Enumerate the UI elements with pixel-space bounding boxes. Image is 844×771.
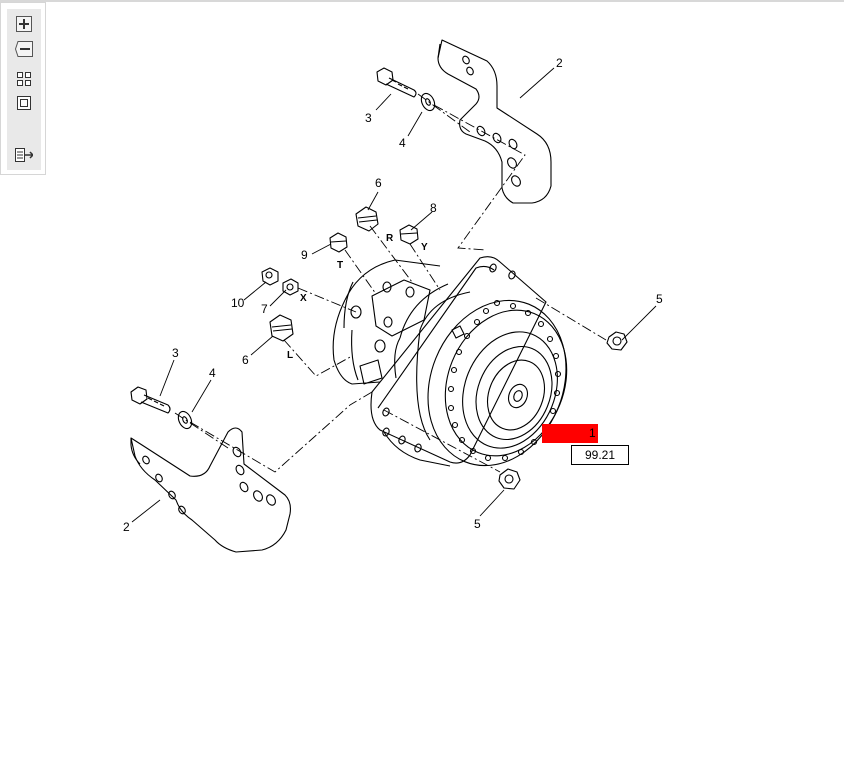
- zoom-out-icon[interactable]: [15, 40, 33, 58]
- selected-part-highlight[interactable]: [542, 424, 598, 443]
- leader-lines: [131, 67, 657, 523]
- callout-9: 9: [301, 248, 308, 262]
- fitting-7[interactable]: [282, 278, 299, 296]
- callout-8: 8: [430, 201, 437, 215]
- upper-washer[interactable]: [419, 91, 437, 112]
- callout-6-top: 6: [375, 176, 382, 190]
- callout-3-bottom: 3: [172, 346, 179, 360]
- export-icon[interactable]: [15, 146, 33, 164]
- viewer-toolbar: [0, 2, 46, 175]
- upper-bolt[interactable]: [376, 67, 417, 98]
- callout-4-top: 4: [399, 136, 406, 150]
- zoom-in-icon[interactable]: [15, 15, 33, 33]
- callout-7: 7: [261, 302, 268, 316]
- port-label-y: Y: [421, 242, 428, 253]
- fitting-9[interactable]: [329, 232, 348, 253]
- callout-2-top: 2: [556, 56, 563, 70]
- port-label-t: T: [337, 260, 343, 271]
- callout-5-right: 5: [656, 292, 663, 306]
- top-border: [0, 0, 844, 2]
- callout-3-top: 3: [365, 111, 372, 125]
- assembly-lines: [174, 93, 607, 473]
- callout-6-left: 6: [242, 353, 249, 367]
- fitting-6-top[interactable]: [355, 206, 379, 232]
- callout-5-bottom: 5: [474, 517, 481, 531]
- lower-mounting-bracket[interactable]: [130, 427, 291, 553]
- fitting-8[interactable]: [399, 224, 419, 245]
- callout-4-bottom: 4: [209, 366, 216, 380]
- lower-bolt[interactable]: [130, 386, 171, 414]
- drive-motor-assembly[interactable]: [332, 256, 590, 487]
- port-label-x: X: [300, 293, 307, 304]
- lower-washer[interactable]: [176, 409, 194, 430]
- callout-1-selected[interactable]: 1: [589, 426, 596, 440]
- nut-bottom[interactable]: [498, 468, 521, 490]
- callout-2-bottom: 2: [123, 520, 130, 534]
- upper-mounting-bracket[interactable]: [437, 39, 552, 204]
- port-label-r: R: [386, 233, 394, 244]
- callout-10: 10: [231, 296, 245, 310]
- part-reference-box[interactable]: 99.21: [571, 445, 629, 465]
- fitting-10[interactable]: [261, 267, 279, 286]
- fit-page-icon[interactable]: [15, 70, 33, 88]
- fitting-6-left[interactable]: [269, 314, 294, 342]
- toolbar-panel: [7, 9, 41, 170]
- nut-right[interactable]: [606, 331, 628, 351]
- port-label-l: L: [287, 350, 293, 361]
- actual-size-icon[interactable]: [15, 94, 33, 112]
